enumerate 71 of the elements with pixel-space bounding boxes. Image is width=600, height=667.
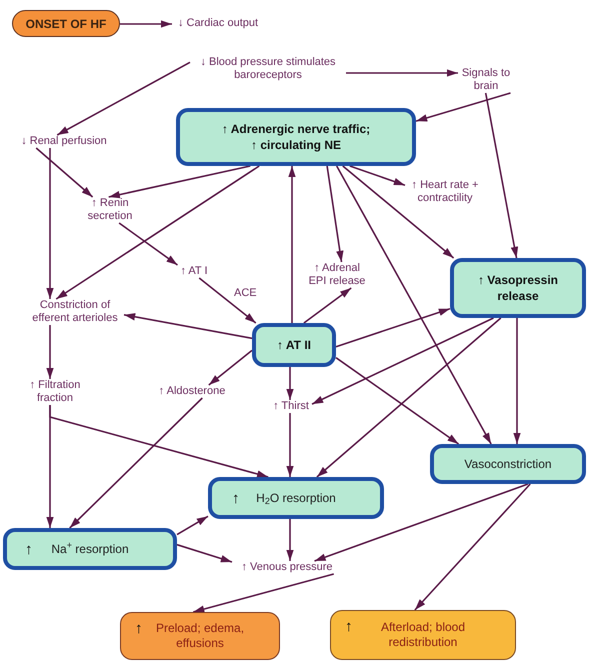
arrow xyxy=(108,165,250,198)
arrow xyxy=(118,222,178,266)
change-arrow: ↑ xyxy=(25,542,32,558)
box-label: ↑ Adrenergic nerve traffic; xyxy=(222,121,370,137)
node-label: Signals to brain xyxy=(458,67,514,93)
arrow xyxy=(56,62,190,136)
box-label: ↑ circulating NE xyxy=(250,137,342,153)
arrow xyxy=(288,166,296,323)
arrow xyxy=(336,308,450,348)
arrow xyxy=(312,317,494,405)
arrow xyxy=(314,483,528,562)
change-arrow: ↑ xyxy=(345,619,352,635)
outcome-box xyxy=(120,612,280,660)
arrow xyxy=(513,318,521,444)
outcome-box xyxy=(330,610,516,660)
box-label: Vasoconstriction xyxy=(464,456,552,472)
arrow xyxy=(208,350,252,386)
arrow xyxy=(326,166,344,262)
node-label: ↑ Venous pressure xyxy=(232,561,342,574)
node-label: ↓ Cardiac output xyxy=(172,17,264,30)
arrow xyxy=(198,277,256,324)
arrow xyxy=(346,69,458,77)
process-box xyxy=(176,108,416,166)
node-label: ↑ Filtration fraction xyxy=(24,379,86,405)
arrow xyxy=(120,20,172,28)
node-label: ↓ Blood pressure stimulates baroreceptors xyxy=(190,56,346,82)
change-arrow: ↑ xyxy=(135,621,142,637)
arrow xyxy=(414,483,531,611)
node-label: Constriction of efferent arterioles xyxy=(26,299,124,325)
box-label: Afterload; blood redistribution xyxy=(380,620,466,650)
arrow xyxy=(69,397,203,529)
arrow xyxy=(56,165,260,300)
arrow xyxy=(484,92,518,258)
box-label: ↑ AT II xyxy=(277,337,311,353)
node-label: ↑ Renin secretion xyxy=(84,197,136,223)
process-box xyxy=(3,528,177,570)
arrow xyxy=(36,147,94,198)
process-box xyxy=(430,444,586,484)
node-label: ↑ Heart rate + contractility xyxy=(405,179,485,205)
arrow xyxy=(342,165,454,259)
arrow xyxy=(46,148,54,299)
arrow xyxy=(46,325,54,379)
arrow xyxy=(286,413,294,477)
node-label: ↓ Renal perfusion xyxy=(16,135,112,148)
arrow xyxy=(46,405,54,528)
box-label: Na$^{+}$ resorption xyxy=(51,542,129,556)
arrow xyxy=(193,573,334,613)
start-pill xyxy=(12,10,120,37)
process-box xyxy=(450,258,586,318)
arrow xyxy=(316,317,502,478)
box-label: ONSET OF HF xyxy=(26,16,106,30)
arrow xyxy=(286,367,294,400)
node-label: ↑ Adrenal EPI release xyxy=(306,262,368,288)
arrow xyxy=(286,519,294,561)
arrow xyxy=(336,357,460,445)
arrow xyxy=(416,92,511,122)
arrow xyxy=(176,544,232,563)
node-label: ↑ Thirst xyxy=(270,400,312,413)
process-box xyxy=(252,323,336,367)
node-label: ↑ Aldosterone xyxy=(154,385,230,398)
arrow xyxy=(303,287,352,324)
change-arrow: ↑ xyxy=(232,491,240,507)
box-label: ↑ Vasopressin release xyxy=(476,272,560,304)
node-label: ↑ AT I xyxy=(176,265,212,278)
box-label: H$_{2}$O resorption xyxy=(256,490,336,506)
arrow xyxy=(176,516,208,536)
arrow xyxy=(124,313,252,340)
arrow xyxy=(350,165,406,186)
box-label: Preload; edema, effusions xyxy=(154,621,246,651)
arrow xyxy=(336,166,492,444)
process-box xyxy=(208,477,384,519)
